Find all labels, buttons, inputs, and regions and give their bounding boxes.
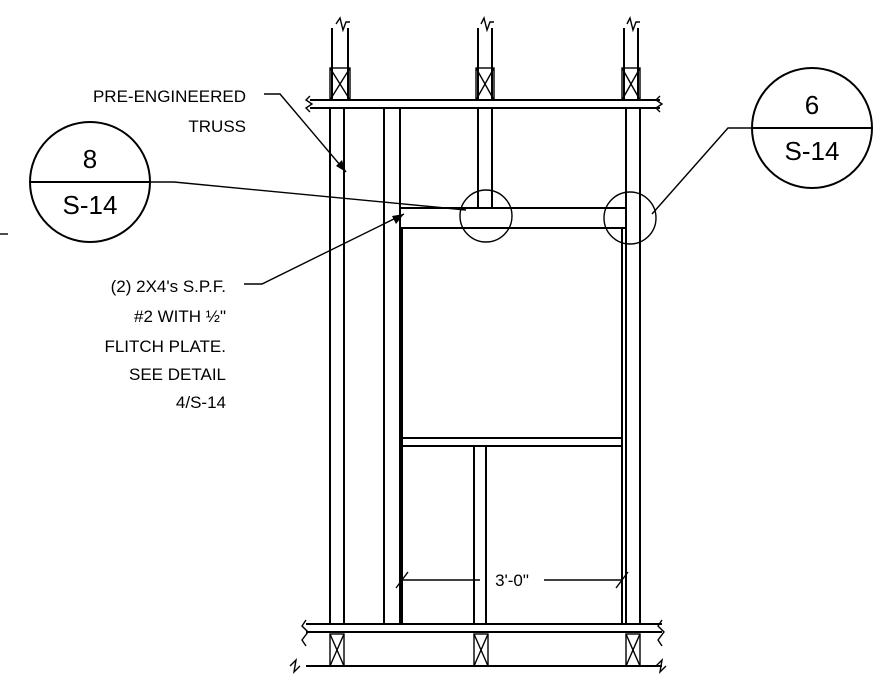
section-tag-left-sheet: S-14: [63, 190, 118, 220]
opening-dimension: 3'-0": [395, 571, 629, 590]
detail-circle-center: [459, 189, 513, 243]
truss-callout: PRE-ENGINEERED TRUSS: [93, 87, 347, 173]
section-tag-right: 6 S-14: [651, 67, 873, 215]
center-post: [477, 108, 493, 208]
header-arrowhead: [392, 214, 404, 224]
truss-label-line2: TRUSS: [188, 117, 246, 136]
dimension-label: 3'-0": [495, 571, 529, 590]
top-stud-stubs: [329, 15, 641, 101]
header-label-line3: FLITCH PLATE.: [104, 337, 226, 356]
header-label-line1: (2) 2X4's S.P.F.: [111, 277, 226, 296]
bottom-plates: [289, 619, 667, 675]
section-tag-left-number: 8: [83, 144, 97, 174]
sill-plate: [402, 437, 622, 447]
truss-arrowhead: [336, 160, 346, 172]
header-callout: (2) 2X4's S.P.F. #2 WITH ½" FLITCH PLATE…: [104, 213, 405, 412]
header-label-line4: SEE DETAIL: [129, 365, 226, 384]
detail-circle-right: [603, 191, 657, 245]
truss-label-line1: PRE-ENGINEERED: [93, 87, 246, 106]
section-tag-left: 8 S-14: [0, 121, 467, 243]
section-tag-right-sheet: S-14: [785, 136, 840, 166]
header-label-line5: 4/S-14: [176, 393, 226, 412]
top-plates: [304, 95, 664, 113]
jack-studs: [383, 108, 623, 624]
section-tag-right-number: 6: [805, 90, 819, 120]
center-cripple-stud: [473, 446, 487, 624]
header-beam: [400, 207, 626, 229]
header-label-line2: #2 WITH ½": [134, 307, 226, 326]
